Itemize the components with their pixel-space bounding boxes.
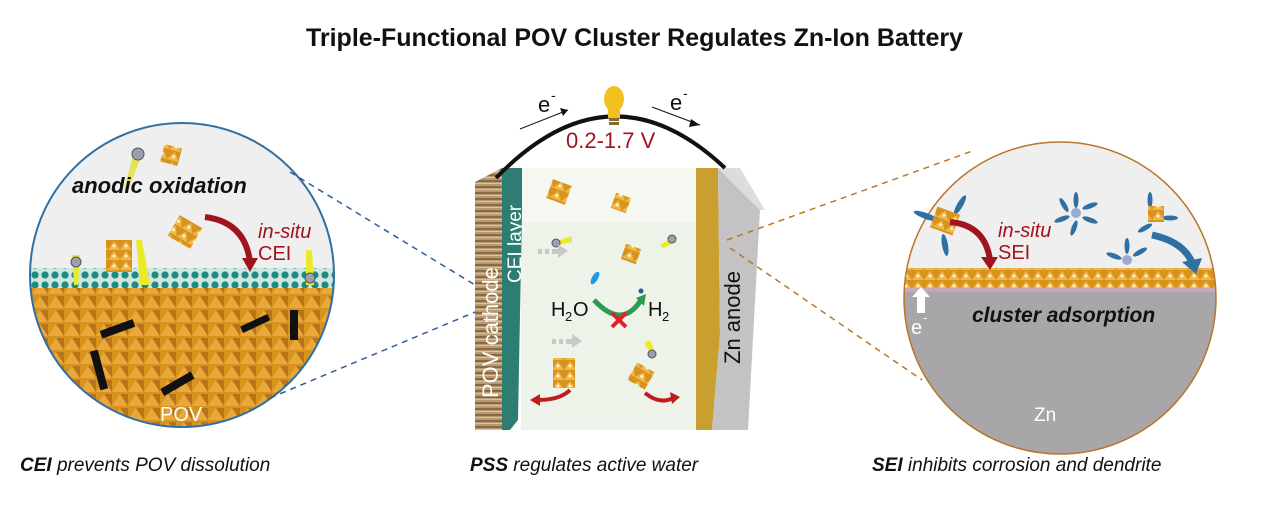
caption-left: CEI prevents POV dissolution — [20, 455, 271, 476]
pov-cluster-icon — [159, 143, 183, 167]
left-zoom-circle — [29, 122, 335, 428]
svg-text:O: O — [573, 299, 589, 321]
pov-cathode — [475, 168, 502, 430]
left-insitu-label: in-situ — [258, 221, 311, 243]
pov-cluster-icon — [620, 243, 642, 265]
red-arrow-icon — [643, 391, 674, 403]
electron-label-right: e — [670, 90, 682, 115]
blocked-x-icon — [610, 311, 628, 329]
electron-label-left: e — [538, 92, 550, 117]
pov-cathode-label: POV cathode — [478, 267, 503, 398]
cei-bead-layer — [30, 268, 334, 288]
right-sei-label: SEI — [998, 242, 1030, 264]
caption-center: PSS regulates active water — [470, 455, 699, 476]
pov-cluster-icon — [627, 362, 655, 390]
zn-anode-label: Zn anode — [720, 271, 745, 364]
reaction-arrow — [592, 298, 644, 318]
svg-text:H: H — [648, 299, 662, 321]
solvated-cluster-icon — [1137, 192, 1178, 233]
solvated-zn-ion-icon — [1054, 192, 1098, 236]
pov-label: POV — [160, 404, 203, 426]
svg-text:2: 2 — [662, 309, 669, 324]
ion-trail — [124, 155, 142, 190]
zoom-connector-line — [269, 309, 481, 399]
ion-icon — [131, 147, 145, 161]
cei-layer — [502, 168, 522, 430]
figure-title: Triple-Functional POV Cluster Regulates … — [305, 24, 964, 52]
anode-sei-layer — [696, 168, 720, 430]
battery-cell — [475, 86, 765, 430]
right-insitu-label: in-situ — [998, 220, 1051, 242]
pov-cluster-icon — [106, 240, 132, 272]
pov-cluster-icon — [167, 215, 203, 249]
water-formula: H 2 O — [551, 299, 589, 324]
anodic-oxidation-label: anodic oxidation — [72, 173, 247, 198]
hydrogen-formula: H 2 — [648, 299, 669, 324]
electron-sup-left: - — [551, 87, 556, 103]
sei-cluster-layer — [904, 268, 1216, 288]
cluster-adsorption-label: cluster adsorption — [972, 304, 1155, 327]
pov-cluster-icon — [553, 358, 575, 388]
lightbulb-icon — [604, 86, 624, 125]
pov-cluster-icon — [546, 179, 572, 205]
water-droplet-icon — [590, 271, 600, 285]
voltage-label: 0.2-1.7 V — [566, 128, 656, 153]
electron-up-arrow — [917, 296, 925, 313]
zn-anode — [712, 168, 760, 430]
pov-cluster-icon — [610, 192, 632, 214]
zn-label: Zn — [1034, 405, 1056, 426]
right-electron-sup: - — [923, 310, 927, 325]
red-arrow-icon — [949, 219, 993, 261]
left-cei-label: CEI — [258, 243, 291, 265]
right-zoom-circle — [903, 141, 1217, 455]
caption-right: SEI inhibits corrosion and dendrite — [872, 455, 1162, 476]
red-arrow-icon — [537, 388, 572, 402]
electron-flow-arrow — [519, 109, 569, 130]
svg-text:H: H — [551, 299, 565, 321]
ion-flow-arrow — [552, 334, 582, 348]
ion-flow-arrow — [538, 244, 568, 258]
zoom-connector-line — [289, 171, 481, 289]
zoom-connector-line — [729, 247, 923, 381]
right-electron-label: e — [911, 317, 922, 339]
cei-layer-label: CEI layer — [505, 204, 526, 283]
solvated-cluster-icon — [913, 195, 967, 256]
red-arrow-icon — [204, 214, 253, 263]
electron-sup-right: - — [683, 85, 688, 101]
svg-text:2: 2 — [565, 309, 572, 324]
solvated-zn-ion-icon — [1106, 238, 1148, 265]
